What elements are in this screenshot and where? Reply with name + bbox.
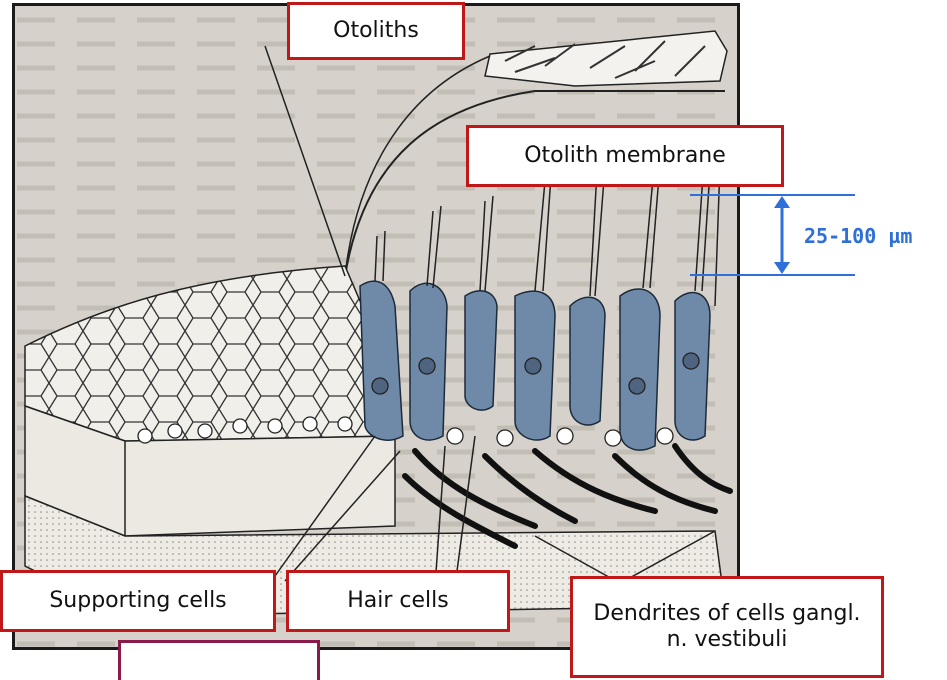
- otoliths-label: Otoliths: [287, 2, 465, 60]
- histology-illustration: [12, 3, 740, 650]
- hair-cells-label: Hair cells: [286, 570, 510, 632]
- supporting-cells-label: Supporting cells: [0, 570, 276, 632]
- otolith-membrane-label: Otolith membrane: [466, 125, 784, 187]
- macula-drawing: [15, 6, 737, 647]
- scale-label: 25-100 µm: [804, 224, 912, 248]
- empty-label-box: [118, 640, 320, 680]
- dendrites-label: Dendrites of cells gangl. n. vestibuli: [570, 576, 884, 678]
